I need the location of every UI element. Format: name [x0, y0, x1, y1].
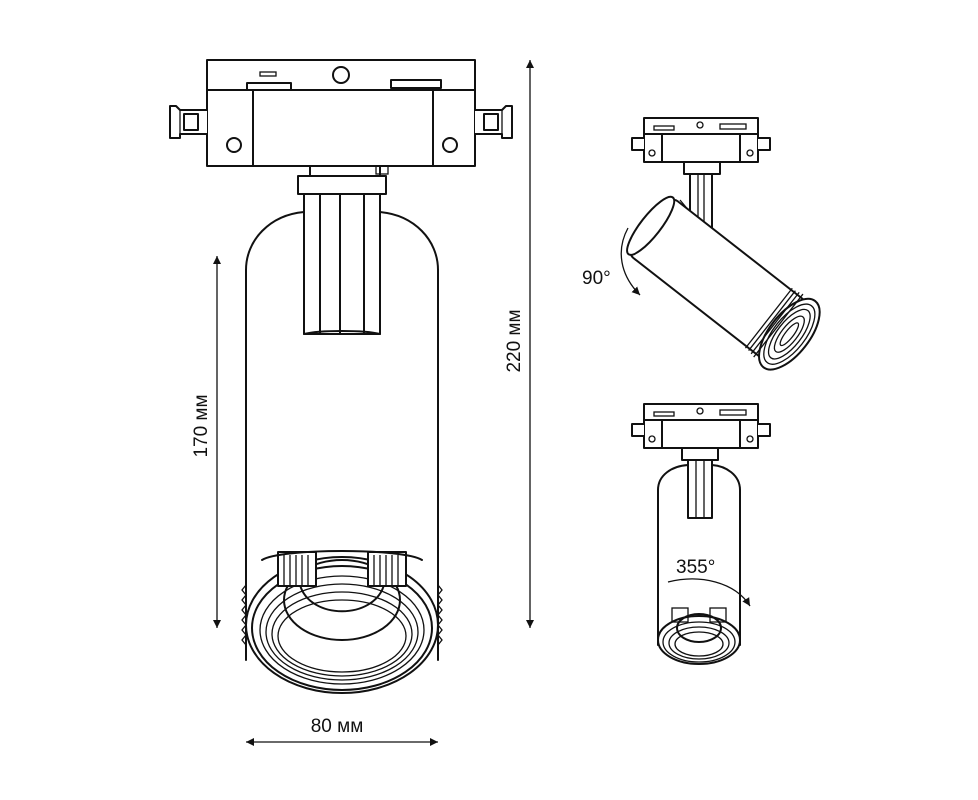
- tilt-angle-label: 90°: [582, 268, 611, 289]
- tilted-view: 90°: [582, 117, 821, 371]
- tilted-neck: [679, 161, 721, 235]
- front-view: [169, 59, 513, 694]
- width-label: 80 мм: [311, 716, 364, 737]
- front-lens: [241, 550, 443, 694]
- tilt-arrow: [620, 227, 641, 296]
- dimension-body-height: 170 мм: [191, 256, 221, 628]
- rotated-adapter: [631, 403, 771, 449]
- rotated-neck: [681, 447, 719, 519]
- rotation-angle-label: 355°: [676, 557, 715, 578]
- dimension-total-height: 220 мм: [504, 60, 534, 628]
- front-adapter: [169, 59, 513, 167]
- tilted-body: [626, 195, 821, 371]
- rotated-body: [657, 464, 741, 665]
- front-neck: [297, 165, 389, 335]
- height-body-label: 170 мм: [191, 394, 212, 457]
- height-total-label: 220 мм: [504, 309, 525, 372]
- rotated-view: 355°: [631, 403, 771, 665]
- front-heat-fins: [261, 550, 423, 587]
- tilted-adapter: [631, 117, 771, 163]
- rotation-arrow: [667, 578, 751, 607]
- dimension-width: 80 мм: [246, 716, 438, 746]
